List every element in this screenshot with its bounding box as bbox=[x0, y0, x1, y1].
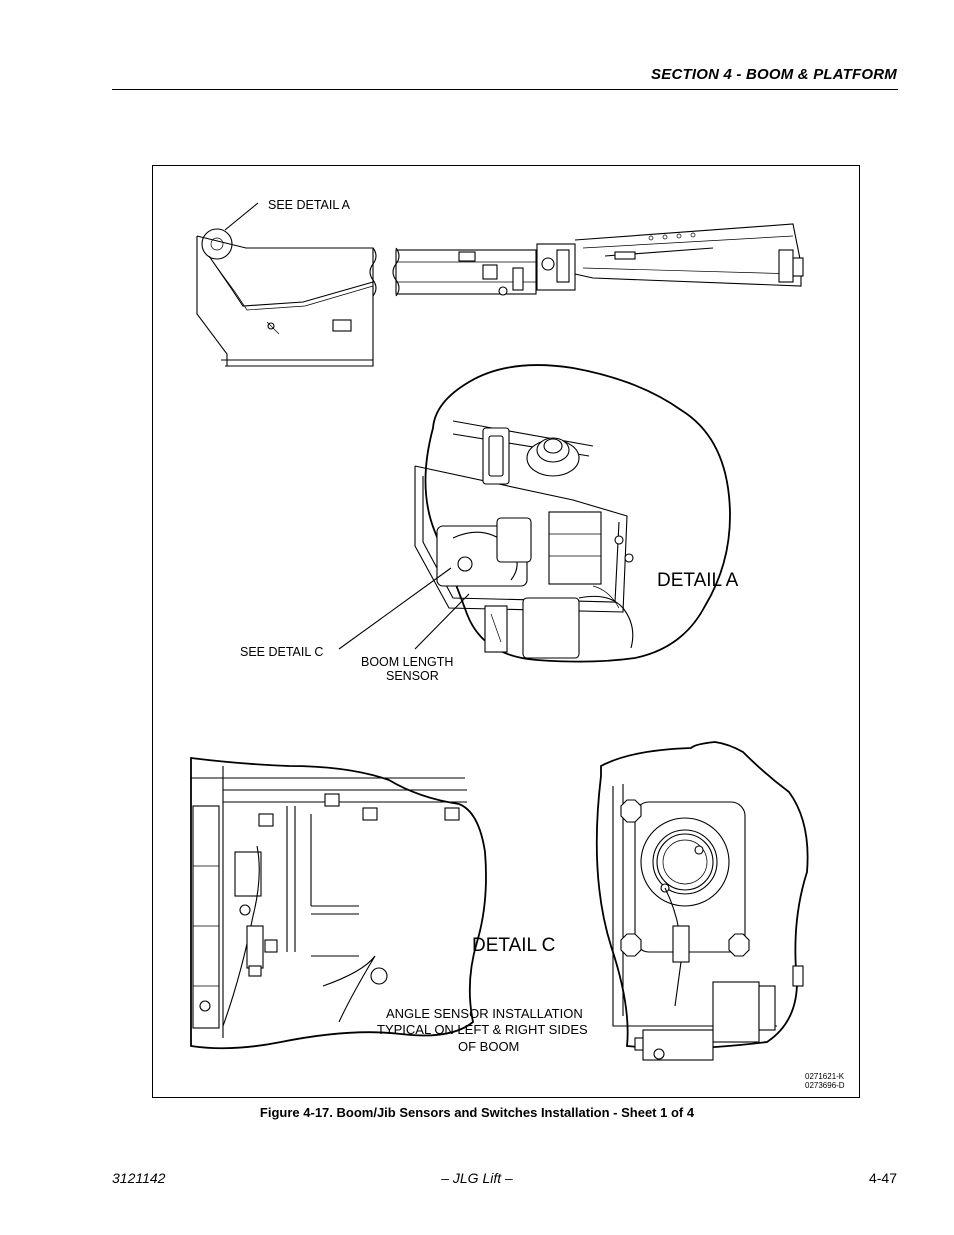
detail-c-right-drawing bbox=[595, 741, 809, 1061]
detail-a-title: DETAIL A bbox=[657, 570, 739, 591]
header-divider bbox=[112, 89, 898, 90]
angle-sensor-label-line3: OF BOOM bbox=[458, 1039, 519, 1054]
see-detail-a-label: SEE DETAIL A bbox=[268, 198, 351, 212]
boom-overview-drawing bbox=[196, 202, 804, 367]
drawing-number-2: 0273696-D bbox=[805, 1081, 845, 1090]
angle-sensor-label-line2: TYPICAL ON LEFT & RIGHT SIDES bbox=[377, 1022, 588, 1037]
figure-frame: SEE DETAIL A bbox=[152, 165, 860, 1098]
angle-sensor-label-line1: ANGLE SENSOR INSTALLATION bbox=[386, 1006, 583, 1021]
section-header: SECTION 4 - BOOM & PLATFORM bbox=[651, 66, 897, 83]
technical-drawing: SEE DETAIL A bbox=[190, 198, 845, 1090]
footer-page-number: 4-47 bbox=[868, 1170, 897, 1186]
drawing-number-1: 0271621-K bbox=[805, 1072, 845, 1081]
figure-caption: Figure 4-17. Boom/Jib Sensors and Switch… bbox=[259, 1105, 695, 1120]
footer-publisher: – JLG Lift – bbox=[441, 1170, 513, 1186]
detail-a-drawing bbox=[414, 364, 731, 663]
detail-c-title: DETAIL C bbox=[472, 935, 555, 956]
detail-c-left-drawing bbox=[190, 756, 487, 1050]
boom-length-sensor-label-line2: SENSOR bbox=[386, 669, 439, 683]
footer-doc-number: 3121142 bbox=[112, 1170, 166, 1186]
see-detail-c-label: SEE DETAIL C bbox=[240, 645, 323, 659]
boom-length-sensor-label-line1: BOOM LENGTH bbox=[361, 655, 453, 669]
